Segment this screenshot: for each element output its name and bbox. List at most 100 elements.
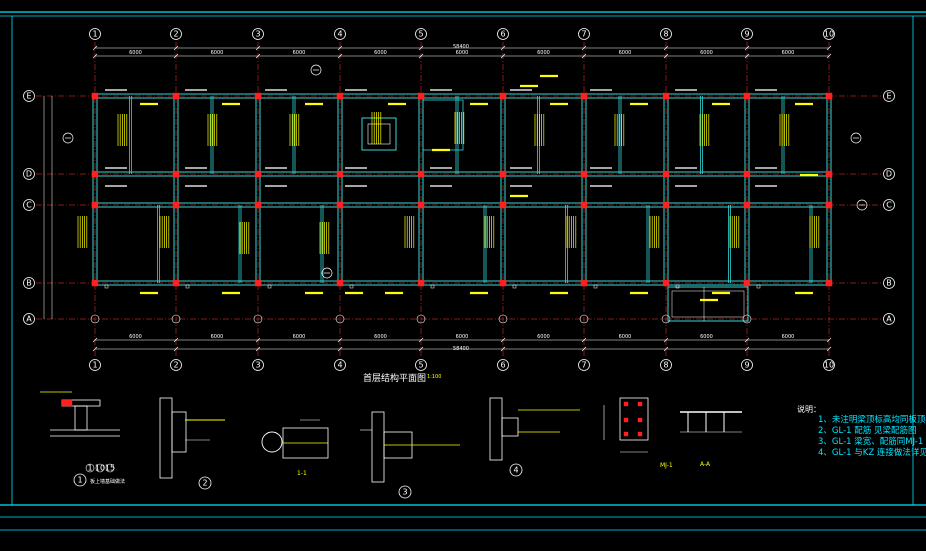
dim-tick — [744, 53, 750, 59]
axis-label: 3 — [255, 361, 260, 370]
axis-bubble — [23, 199, 35, 211]
column — [662, 170, 670, 178]
ground-symbol — [850, 132, 862, 144]
section-marker — [661, 314, 671, 324]
column — [417, 170, 425, 178]
dim-tick — [826, 45, 832, 51]
dim-tick — [337, 45, 343, 51]
column — [743, 201, 751, 209]
dim-text: 6000 — [619, 334, 632, 340]
column — [91, 92, 99, 100]
dim-tick — [337, 346, 343, 352]
detail-4-number: 4 — [513, 466, 518, 475]
mj1-bolt — [623, 431, 629, 437]
dim-tick — [92, 337, 98, 343]
axis-bubble — [741, 28, 753, 40]
axis-label: 8 — [663, 361, 668, 370]
wall-mark — [430, 284, 435, 289]
axis-bubble — [23, 168, 35, 180]
column — [580, 279, 588, 287]
axis-label: B — [26, 279, 32, 288]
dim-tick — [92, 53, 98, 59]
column — [417, 92, 425, 100]
axis-label: 2 — [173, 361, 178, 370]
axis-label: 9 — [744, 361, 749, 370]
total-dim-bottom: 58400 — [453, 346, 469, 352]
axis-bubble — [170, 359, 182, 371]
axis-label: 2 — [173, 30, 178, 39]
section-marker — [498, 314, 508, 324]
axis-bubble — [252, 359, 264, 371]
detail-2-number: 2 — [202, 479, 207, 488]
dim-text: 6000 — [537, 50, 550, 56]
axis-bubble — [823, 28, 835, 40]
column — [336, 170, 344, 178]
d2-wall — [171, 411, 187, 453]
wall-mark — [185, 284, 190, 289]
dim-tick — [581, 337, 587, 343]
note-line: 3、GL-1 梁宽、配筋同MJ-1 — [818, 437, 924, 447]
dim-text: 6000 — [293, 334, 306, 340]
dim-tick — [173, 337, 179, 343]
axis-label: A — [886, 315, 892, 324]
detail-3-bubble — [398, 485, 412, 499]
axis-bubble — [89, 28, 101, 40]
stair-inner — [367, 123, 391, 145]
canopy-inner — [671, 290, 745, 318]
section-a-a-label: A-A — [700, 461, 711, 468]
section-marker — [335, 314, 345, 324]
dim-tick — [255, 53, 261, 59]
axis-bubble — [252, 28, 264, 40]
dim-tick — [663, 337, 669, 343]
axis-bubble — [497, 28, 509, 40]
axis-bubble — [170, 28, 182, 40]
dim-text: 6000 — [211, 334, 224, 340]
d2-column — [159, 397, 173, 479]
axis-label: 7 — [581, 361, 586, 370]
wall-mark — [593, 284, 598, 289]
dim-tick — [500, 53, 506, 59]
ground-symbol — [321, 267, 333, 279]
dim-text: 6000 — [700, 334, 713, 340]
axis-bubble — [497, 359, 509, 371]
drawing-title: 首层结构平面图 — [363, 374, 427, 384]
dim-text: 6000 — [782, 50, 795, 56]
dim-tick — [255, 337, 261, 343]
dim-tick — [173, 45, 179, 51]
detail-ref-number: 15 — [105, 464, 115, 473]
mj1-bolt — [623, 401, 629, 407]
detail-3-number: 3 — [402, 488, 407, 497]
wall-mark — [675, 284, 680, 289]
dim-text: 6000 — [211, 50, 224, 56]
column — [825, 92, 833, 100]
drawing-scale: 1:100 — [427, 374, 442, 380]
axis-label: 1 — [92, 361, 97, 370]
wall-mark — [349, 284, 354, 289]
dim-text: 6000 — [700, 50, 713, 56]
axis-label: B — [886, 279, 892, 288]
section-marker — [579, 314, 589, 324]
column — [172, 92, 180, 100]
section-marker — [171, 314, 181, 324]
note-line: 4、GL-1 与KZ 连接做法详见 — [818, 448, 926, 458]
axis-label: 10 — [824, 361, 834, 370]
dim-text: 6000 — [293, 50, 306, 56]
axis-label: E — [26, 92, 31, 101]
detail-1-label: 板上墙基础做法 — [90, 479, 126, 485]
stair-opening — [361, 117, 397, 151]
notes-list: 1、未注明梁顶标高均同板顶标高 2、GL-1 配筋 见梁配筋图 3、GL-1 梁… — [818, 415, 926, 459]
axis-bubble — [415, 28, 427, 40]
total-dim-top: 58400 — [453, 44, 469, 50]
dim-text: 6000 — [129, 334, 142, 340]
dim-tick — [418, 45, 424, 51]
mj1-plate — [619, 397, 649, 441]
column — [172, 170, 180, 178]
axis-bubble — [578, 28, 590, 40]
axis-label: 5 — [418, 30, 423, 39]
ground-symbol — [62, 132, 74, 144]
axis-bubble — [23, 277, 35, 289]
d3-column — [371, 411, 385, 483]
dim-tick — [826, 53, 832, 59]
column — [499, 170, 507, 178]
